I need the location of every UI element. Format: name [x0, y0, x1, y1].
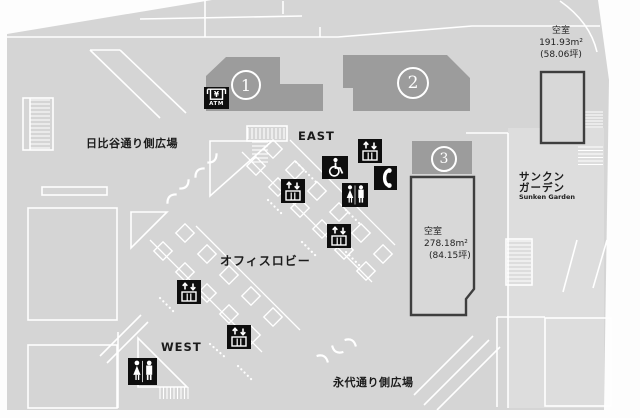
- sunken-garden-area: [508, 128, 604, 408]
- sunken-garden-en: Sunken Garden: [519, 193, 575, 201]
- vacancy-2-size-m2: 278.18m²: [424, 239, 468, 249]
- area-number-3: 3: [431, 146, 457, 172]
- restroom-icon: [128, 358, 157, 385]
- vacancy-1-title: 空室: [551, 26, 570, 36]
- area-number-1: 1: [231, 70, 261, 100]
- elevator-icon: [281, 179, 305, 203]
- vacancy-1-label: 空室 191.93m² (58.06坪): [528, 25, 594, 61]
- elevator-icon: [358, 139, 382, 163]
- atm-caption: ATM: [209, 101, 224, 108]
- sunken-garden-label: サンクン ガーデン Sunken Garden: [519, 172, 575, 201]
- elevator-icon: [327, 224, 351, 248]
- west-label: WEST: [161, 340, 202, 354]
- restroom-icon: [342, 183, 368, 207]
- sunken-garden-ja2: ガーデン: [519, 181, 565, 194]
- vacancy-2-title: 空室: [424, 227, 443, 237]
- eitai-plaza-label: 永代通り側広場: [333, 376, 414, 389]
- atm-icon: ATM: [204, 87, 229, 109]
- office-lobby-label: オフィスロビー: [220, 254, 311, 268]
- vacancy-1-size-tsubo: (58.06坪): [540, 50, 582, 60]
- elevator-icon: [177, 280, 201, 304]
- elevator-icon: [227, 325, 251, 349]
- sunken-garden-ja1: サンクン: [519, 171, 565, 183]
- vacancy-2-size-tsubo: (84.15坪): [429, 251, 471, 261]
- phone-icon: [374, 166, 397, 190]
- east-label: EAST: [298, 129, 335, 143]
- hibiya-plaza-label: 日比谷通り側広場: [86, 137, 178, 150]
- vacancy-outlines: [409, 70, 586, 317]
- area-number-2: 2: [397, 67, 429, 99]
- vacancy-1-size-m2: 191.93m²: [539, 38, 583, 48]
- vacancy-2-label: 空室 278.18m² (84.15坪): [424, 226, 480, 262]
- wheelchair-icon: [322, 156, 348, 179]
